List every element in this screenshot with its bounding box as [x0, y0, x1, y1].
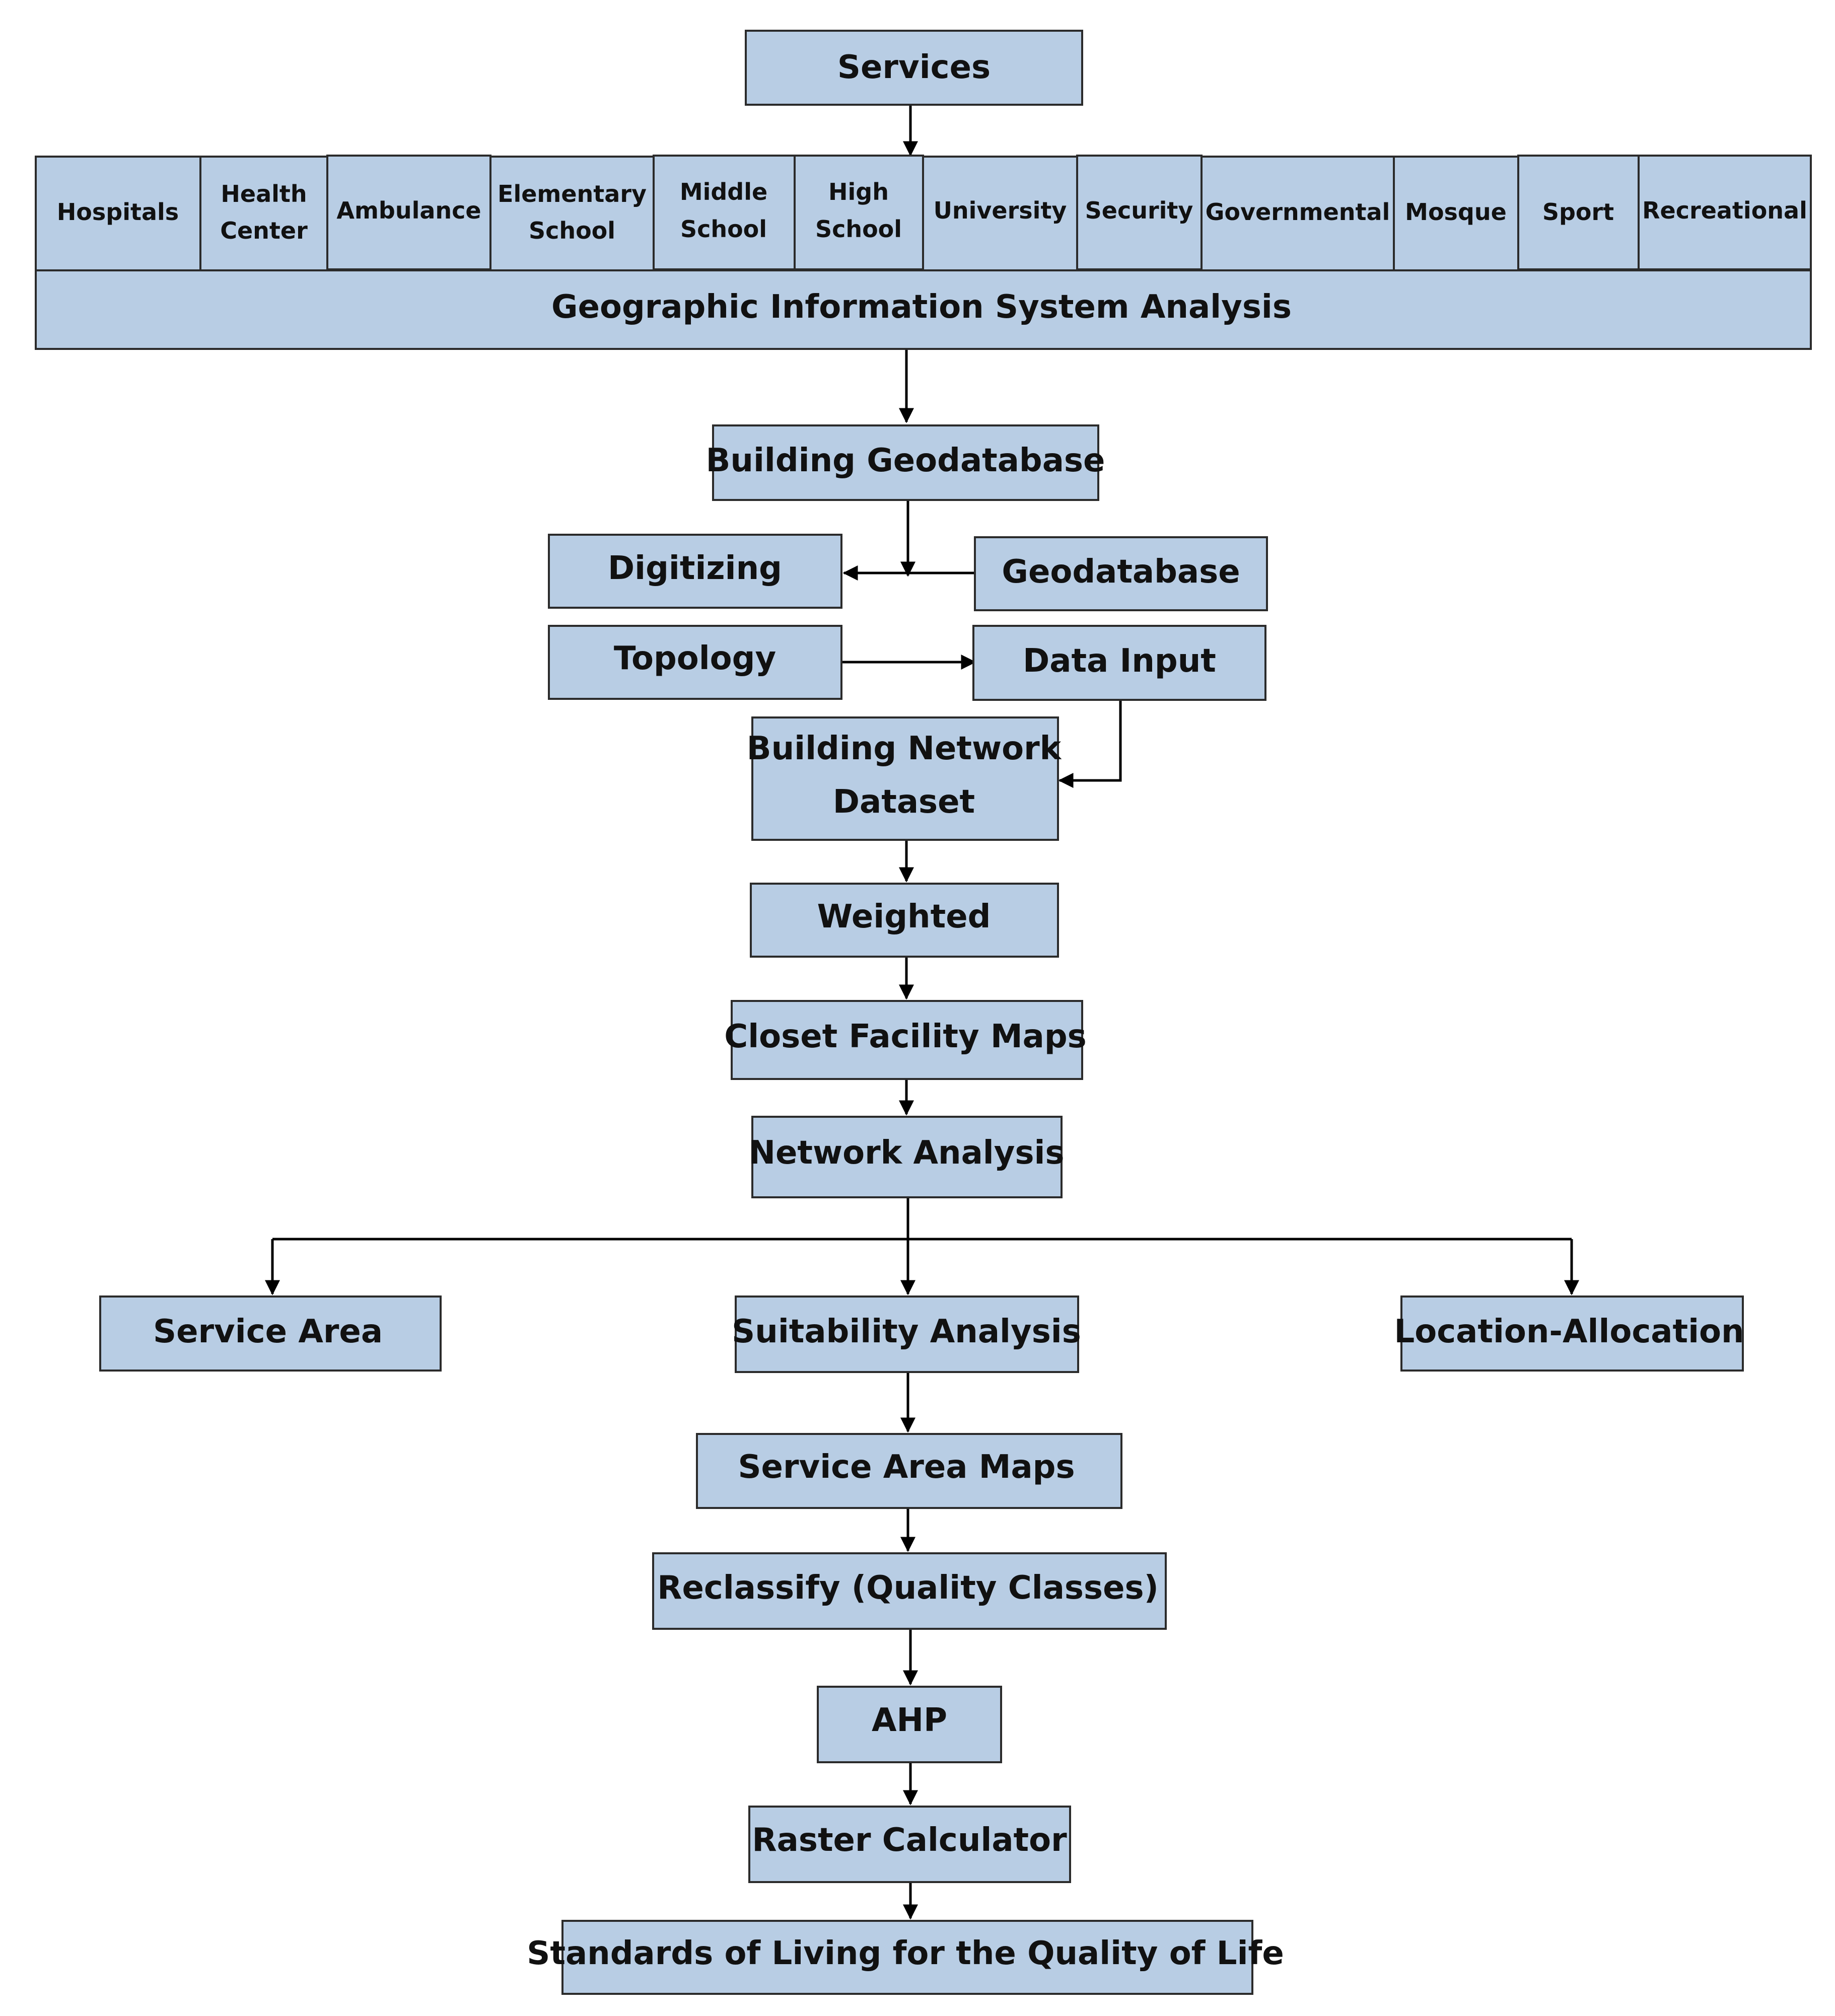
service-area-maps-node: Service Area Maps: [696, 1433, 1122, 1509]
service-type-recreational-label: Recreational: [1642, 197, 1807, 224]
service-type-sport-label: Sport: [1542, 198, 1614, 226]
digitizing-label: Digitizing: [608, 550, 782, 587]
service-area-label: Service Area: [153, 1313, 383, 1350]
raster-calculator-label: Raster Calculator: [752, 1822, 1067, 1859]
topology-label: Topology: [614, 640, 776, 677]
raster-calculator-box: [748, 1806, 1071, 1883]
building-network-node: Building Network Dataset: [747, 716, 1062, 841]
service-type-health-center-line2: Center: [220, 217, 308, 244]
service-type-hospitals: [35, 156, 201, 271]
location-allocation-node: Location-Allocation: [1394, 1295, 1744, 1372]
digitizing-box: [548, 534, 842, 609]
standards-node: Standards of Living for the Quality of L…: [527, 1920, 1284, 1995]
service-area-maps-label: Service Area Maps: [738, 1449, 1075, 1486]
service-type-high-school-line2: School: [815, 215, 902, 243]
service-type-elementary-school: [489, 156, 655, 271]
suitability-analysis-node: Suitability Analysis: [732, 1295, 1081, 1373]
reclassify-node: Reclassify (Quality Classes): [652, 1552, 1167, 1630]
connectors: [265, 105, 1579, 1920]
service-type-high-school-line1: High: [828, 178, 889, 205]
geodatabase-box: [974, 536, 1268, 611]
services-node: Services: [745, 30, 1083, 106]
service-type-health-center: [199, 156, 328, 271]
service-type-security-label: Security: [1085, 197, 1193, 224]
building-geodatabase-node: Building Geodatabase: [706, 424, 1105, 501]
services-label: Services: [837, 49, 991, 86]
service-type-university-label: University: [934, 197, 1067, 224]
geodatabase-node: Geodatabase: [974, 536, 1268, 611]
geodatabase-label: Geodatabase: [1002, 553, 1240, 591]
reclassify-label: Reclassify (Quality Classes): [657, 1569, 1159, 1607]
service-type-health-center-line1: Health: [221, 180, 307, 207]
network-analysis-box: [751, 1116, 1063, 1198]
service-area-maps-box: [696, 1433, 1122, 1509]
service-type-middle-school-line1: Middle: [680, 178, 767, 205]
service-type-mosque-label: Mosque: [1405, 198, 1507, 226]
service-type-middle-school-line2: School: [680, 215, 767, 243]
location-allocation-label: Location-Allocation: [1394, 1313, 1744, 1350]
ahp-box: [817, 1686, 1002, 1763]
ahp-label: AHP: [872, 1702, 947, 1739]
data-input-box: [972, 625, 1266, 701]
edge-data-input-to-building-network: [1058, 700, 1122, 788]
standards-label: Standards of Living for the Quality of L…: [527, 1935, 1284, 1972]
building-network-box: [751, 716, 1059, 841]
service-type-mosque: [1393, 156, 1519, 273]
gis-analysis-label: Geographic Information System Analysis: [551, 289, 1292, 326]
service-type-high-school: [794, 155, 924, 270]
service-type-governmental-label: Governmental: [1206, 198, 1390, 226]
service-type-hospitals-label: Hospitals: [57, 198, 179, 226]
service-type-university: [922, 156, 1078, 271]
services-box: [745, 30, 1083, 106]
building-geodatabase-label: Building Geodatabase: [706, 442, 1105, 479]
service-type-elementary-school-line2: School: [529, 217, 615, 244]
closest-facility-node: Closet Facility Maps: [724, 1000, 1087, 1080]
weighted-node: Weighted: [750, 883, 1059, 958]
service-type-sport: [1517, 155, 1640, 270]
service-type-ambulance-label: Ambulance: [336, 197, 481, 224]
topology-node: Topology: [548, 625, 842, 700]
building-geodatabase-box: [712, 424, 1099, 501]
gis-analysis-box: [35, 269, 1812, 350]
network-analysis-node: Network Analysis: [748, 1116, 1065, 1198]
service-type-recreational: [1638, 155, 1812, 270]
topology-box: [548, 625, 842, 700]
closest-facility-label: Closet Facility Maps: [724, 1018, 1087, 1055]
gis-analysis-node: Geographic Information System Analysis: [35, 269, 1812, 350]
service-type-security: [1076, 155, 1203, 270]
service-type-ambulance: [326, 155, 491, 270]
building-network-line1: Building Network: [747, 730, 1062, 767]
network-analysis-label: Network Analysis: [748, 1134, 1064, 1172]
closest-facility-box: [731, 1000, 1083, 1080]
digitizing-node: Digitizing: [548, 534, 842, 609]
service-area-box: [99, 1295, 442, 1372]
data-input-node: Data Input: [972, 625, 1266, 701]
raster-calculator-node: Raster Calculator: [748, 1806, 1071, 1883]
suitability-analysis-label: Suitability Analysis: [732, 1313, 1081, 1350]
location-allocation-box: [1400, 1295, 1744, 1372]
service-types-row: Hospitals Health Center Ambulance Elemen…: [35, 155, 1812, 273]
weighted-label: Weighted: [817, 898, 991, 935]
weighted-box: [750, 883, 1059, 958]
suitability-analysis-box: [735, 1295, 1079, 1373]
service-type-middle-school: [653, 155, 796, 270]
service-area-node: Service Area: [99, 1295, 442, 1372]
building-network-line2: Dataset: [833, 783, 975, 821]
standards-box: [561, 1920, 1253, 1995]
ahp-node: AHP: [817, 1686, 1002, 1763]
service-type-elementary-school-line1: Elementary: [498, 180, 647, 207]
reclassify-box: [652, 1552, 1167, 1630]
data-input-label: Data Input: [1023, 642, 1216, 680]
